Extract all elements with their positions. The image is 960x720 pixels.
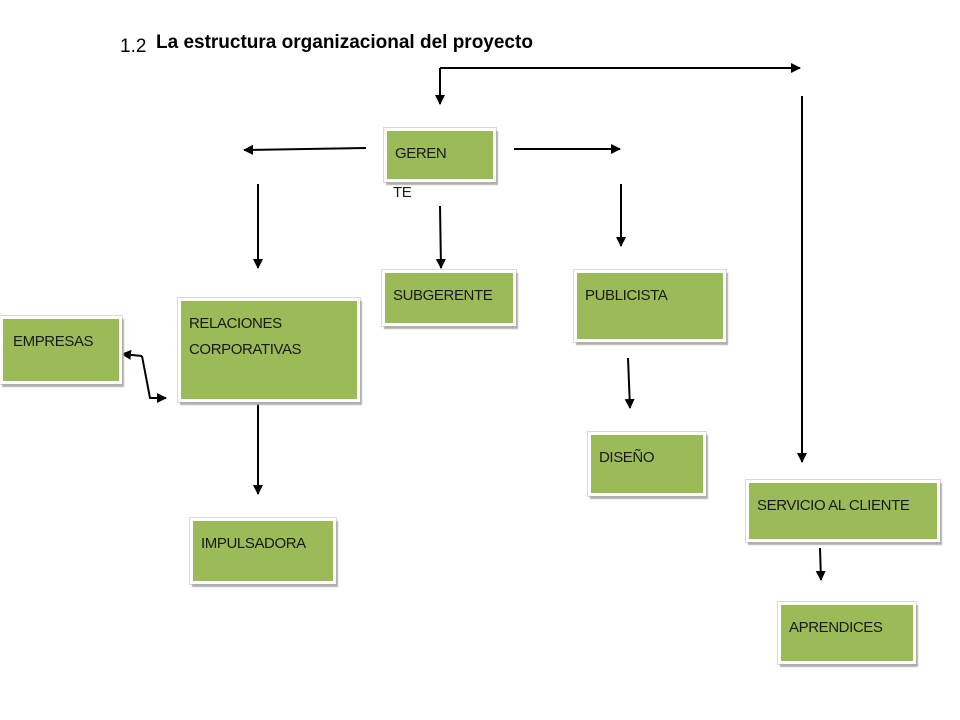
node-gerente-label-overflow: TE (393, 184, 412, 201)
node-diseno-label: DISEÑO (599, 449, 655, 466)
node-aprendices-label: APRENDICES (789, 619, 883, 636)
node-gerente-label: GEREN (395, 145, 447, 162)
node-relaciones-label-2: CORPORATIVAS (189, 341, 302, 358)
node-relaciones-corporativas: RELACIONES CORPORATIVAS (178, 298, 360, 402)
page-title: La estructura organizacional del proyect… (156, 32, 533, 53)
node-impulsadora: IMPULSADORA (190, 518, 336, 584)
node-diseno: DISEÑO (588, 432, 706, 496)
node-subgerente-label: SUBGERENTE (393, 287, 493, 304)
arrow-to-empresas (121, 349, 143, 360)
arrow-down-to-subgerente (435, 205, 446, 269)
node-aprendices: APRENDICES (778, 602, 916, 664)
node-servicio-label: SERVICIO AL CLIENTE (757, 497, 910, 514)
node-impulsadora-label: IMPULSADORA (201, 535, 306, 552)
arrow-down-to-diseno (624, 357, 635, 409)
arrow-down-to-aprendices (815, 547, 826, 581)
node-publicista-label: PUBLICISTA (585, 287, 668, 304)
node-publicista: PUBLICISTA (574, 270, 726, 342)
node-empresas: EMPRESAS (0, 316, 122, 384)
node-servicio-al-cliente: SERVICIO AL CLIENTE (746, 480, 940, 542)
node-relaciones-label-1: RELACIONES (189, 315, 282, 332)
node-gerente: GEREN (384, 128, 496, 182)
node-subgerente: SUBGERENTE (382, 270, 516, 326)
section-number: 1.2 (120, 36, 147, 57)
arrow-gerente-left (243, 144, 367, 155)
arrow-empresas-relaciones-link (141, 355, 167, 403)
node-empresas-label: EMPRESAS (13, 333, 94, 350)
